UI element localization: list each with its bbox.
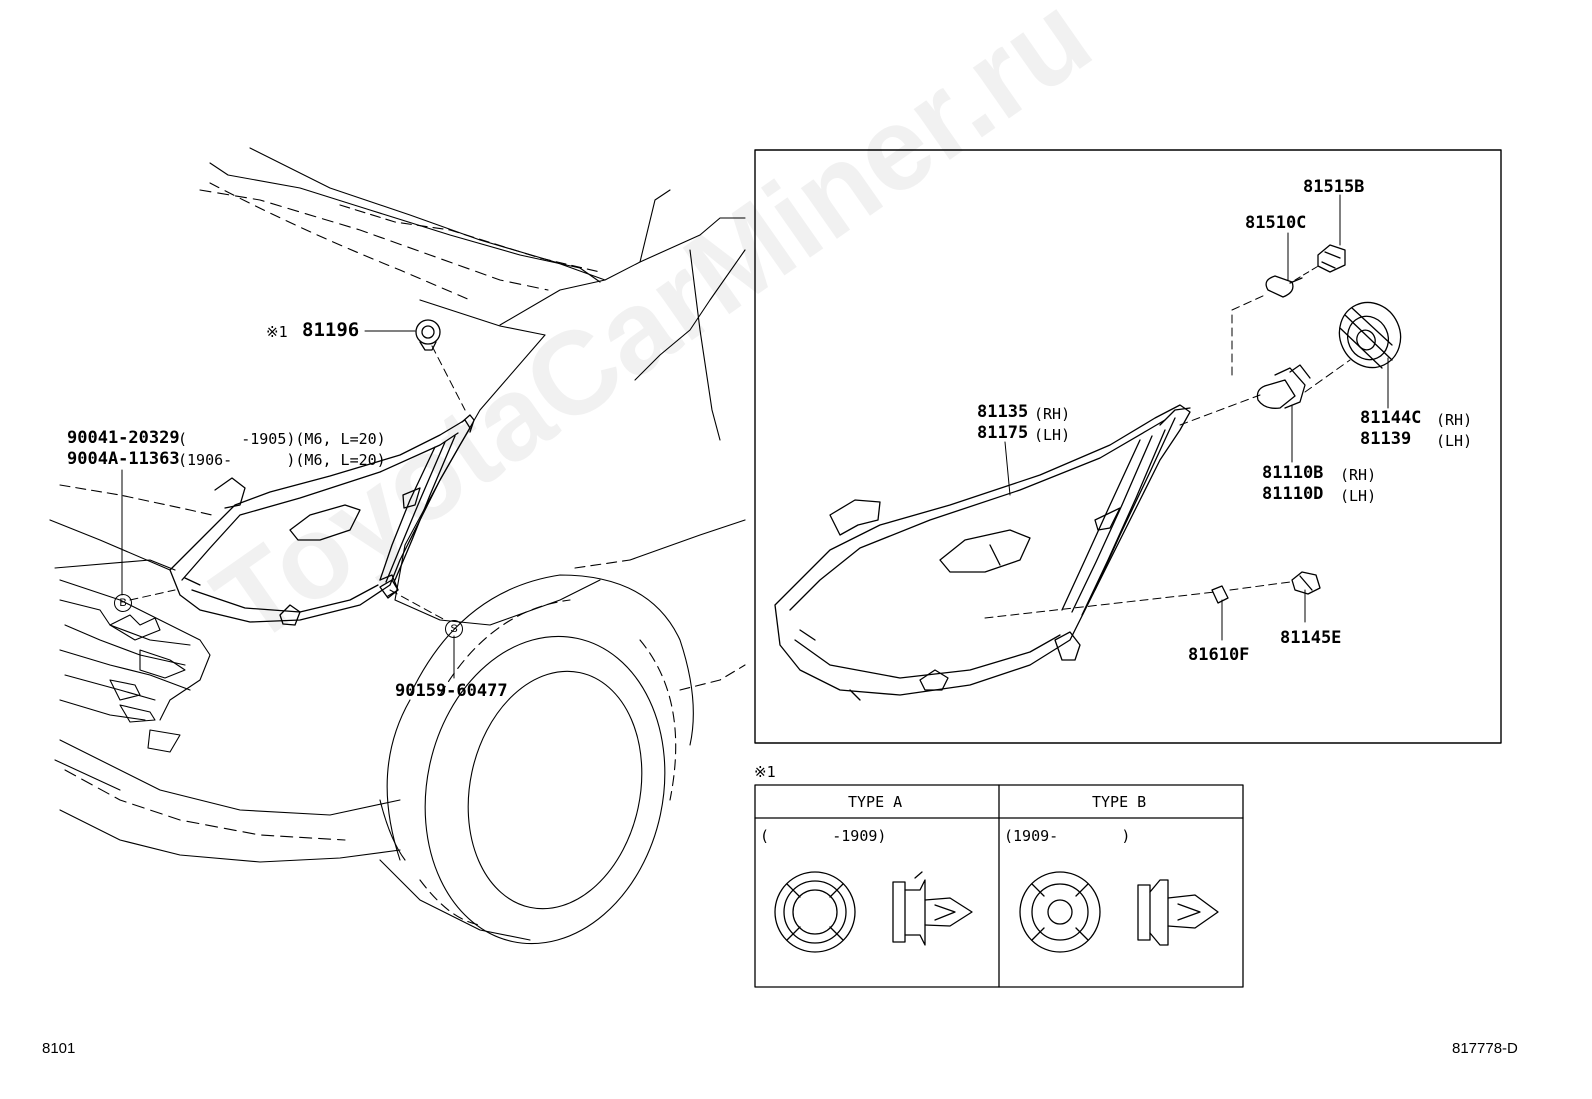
nut-90159-icon <box>379 579 399 599</box>
callout-81510c[interactable]: 81510C <box>1245 213 1307 233</box>
callout-90041-spec: ( -1905)(M6, L=20) <box>178 430 386 448</box>
callout-81145e[interactable]: 81145E <box>1280 628 1342 648</box>
callout-81144c[interactable]: 81144C <box>1360 408 1422 428</box>
callout-81135[interactable]: 81135 <box>977 402 1029 422</box>
callout-90041-20329[interactable]: 90041-20329 <box>67 428 180 448</box>
bulb-81610f-icon <box>1211 585 1229 604</box>
callout-81196-note-mark: ※1 <box>266 323 288 341</box>
type-a-clip-icon <box>774 871 973 953</box>
callout-81139[interactable]: 81139 <box>1360 429 1412 449</box>
callout-81610f[interactable]: 81610F <box>1188 645 1250 665</box>
page-code-left: 8101 <box>42 1040 76 1057</box>
callout-81144c-side: (RH) <box>1436 411 1473 429</box>
callout-81110b[interactable]: 81110B <box>1262 463 1324 483</box>
left-headlamp <box>169 414 475 626</box>
page-code-right: 817778-D <box>1452 1040 1518 1057</box>
socket-81515b-icon <box>1317 244 1346 273</box>
callout-81110d[interactable]: 81110D <box>1262 484 1324 504</box>
bulb-81510c-icon <box>1265 275 1303 298</box>
callout-81175[interactable]: 81175 <box>977 423 1029 443</box>
callout-90159-60477[interactable]: 90159-60477 <box>395 681 508 701</box>
type-table-note-mark: ※1 <box>754 763 776 781</box>
type-b-range: (1909- ) <box>1004 827 1131 845</box>
callout-81196[interactable]: 81196 <box>302 319 360 341</box>
callout-81175-side: (LH) <box>1034 426 1071 444</box>
callout-81135-side: (RH) <box>1034 405 1071 423</box>
callout-81139-side: (LH) <box>1436 432 1473 450</box>
marker-b: B <box>114 594 132 612</box>
socket-81145e-icon <box>1291 571 1321 595</box>
callout-81515b[interactable]: 81515B <box>1303 177 1365 197</box>
headlamp-assembly-frame <box>754 149 1502 744</box>
callout-81110b-side: (RH) <box>1340 466 1377 484</box>
clip-81196-icon <box>415 319 441 351</box>
car-outline <box>49 147 746 945</box>
callout-9004a-11363[interactable]: 9004A-11363 <box>67 449 180 469</box>
callout-9004a-spec: (1906- )(M6, L=20) <box>178 451 386 469</box>
type-b-clip-icon <box>1019 871 1219 953</box>
right-headlamp <box>774 404 1191 701</box>
type-a-title: TYPE A <box>848 793 903 811</box>
leader-lines-right <box>984 194 1389 641</box>
leader-lines-left <box>121 330 466 679</box>
cover-81144c-icon <box>1338 301 1402 369</box>
marker-s: S <box>445 620 463 638</box>
type-a-range: ( -1909) <box>760 827 887 845</box>
type-table-frame <box>754 784 1244 988</box>
type-b-title: TYPE B <box>1092 793 1147 811</box>
bulb-81110b-icon <box>1256 364 1311 409</box>
callout-81110d-side: (LH) <box>1340 487 1377 505</box>
